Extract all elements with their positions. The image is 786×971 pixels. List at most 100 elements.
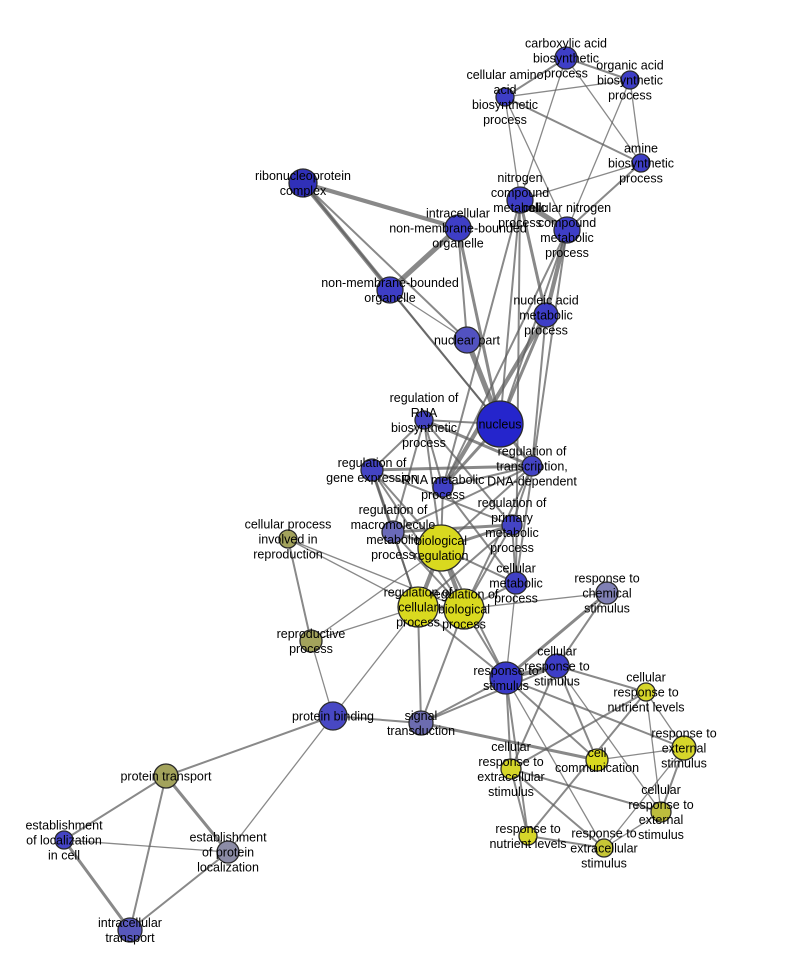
node-cell_proc_repro[interactable] bbox=[278, 529, 298, 549]
node-cell_resp_external[interactable] bbox=[650, 801, 672, 823]
edge-carboxylic-nitrogen bbox=[519, 57, 567, 201]
edge-cell_resp_stim-cell_resp_external bbox=[556, 665, 662, 813]
node-resp_stim[interactable] bbox=[489, 661, 523, 695]
node-cell_amino[interactable] bbox=[495, 87, 515, 107]
edge-cell_amino-cell_nitrogen bbox=[504, 96, 568, 231]
node-protein_binding[interactable] bbox=[318, 701, 348, 731]
node-nucleus[interactable] bbox=[476, 400, 524, 448]
node-cell_nitrogen[interactable] bbox=[553, 216, 581, 244]
edge-protein_transport-est_loc_cell bbox=[63, 775, 167, 841]
edge-reg_rna_bio-reg_macromol bbox=[392, 419, 425, 533]
node-reg_cell_proc[interactable] bbox=[397, 586, 439, 628]
edge-cell_resp_stim-cell_comm bbox=[556, 665, 598, 761]
edge-cell_proc_repro-repro_proc bbox=[287, 538, 312, 642]
node-label-nuclear_part: nuclear part bbox=[434, 334, 501, 348]
node-reg_macromol[interactable] bbox=[381, 520, 405, 544]
node-label-protein_binding: protein binding bbox=[292, 710, 374, 724]
edge-resp_stim-resp_extracell bbox=[505, 677, 605, 849]
node-reg_primary[interactable] bbox=[501, 514, 523, 536]
node-reg_transcription[interactable] bbox=[521, 455, 543, 477]
node-label-protein_transport: protein transport bbox=[120, 770, 212, 784]
node-resp_extracell[interactable] bbox=[594, 838, 614, 858]
node-resp_external[interactable] bbox=[671, 735, 697, 761]
edge-cell_nitrogen-nucleic bbox=[543, 227, 570, 318]
node-cell_resp_nutrient[interactable] bbox=[636, 682, 656, 702]
edge-reg_rna_bio-reg_gene_expr bbox=[371, 419, 425, 471]
node-cell_metab[interactable] bbox=[504, 571, 528, 595]
node-cell_resp_stim[interactable] bbox=[544, 653, 570, 679]
node-reg_gene_expr[interactable] bbox=[360, 458, 384, 482]
node-est_protein_loc[interactable] bbox=[216, 840, 240, 864]
node-organic[interactable] bbox=[620, 70, 640, 90]
edge-rnp-intra_nmbo bbox=[300, 180, 461, 231]
node-label-nucleus: nucleus bbox=[478, 418, 521, 432]
edge-resp_external-cell_comm bbox=[596, 747, 685, 761]
node-carboxylic[interactable] bbox=[554, 46, 578, 70]
edge-organic-amine bbox=[629, 79, 642, 164]
node-est_loc_cell[interactable] bbox=[54, 830, 74, 850]
node-cell_resp_extracell[interactable] bbox=[500, 758, 522, 780]
edge-reg_cell_proc-protein_binding bbox=[332, 606, 419, 717]
edge-cell_resp_nutrient-cell_resp_extracell bbox=[510, 691, 647, 770]
node-intra_nmbo[interactable] bbox=[444, 214, 472, 242]
node-nmbo[interactable] bbox=[376, 276, 404, 304]
nodes-layer bbox=[54, 46, 697, 943]
edge-cell_resp_extracell-cell_resp_external bbox=[510, 768, 662, 813]
edge-protein_transport-intra_transport bbox=[129, 775, 167, 931]
edge-cell_resp_stim-cell_resp_nutrient bbox=[556, 665, 647, 693]
node-reg_rna_bio[interactable] bbox=[414, 410, 434, 430]
edge-est_protein_loc-protein_binding bbox=[227, 715, 334, 853]
node-rna_metab[interactable] bbox=[432, 476, 454, 498]
node-bio_reg[interactable] bbox=[417, 524, 465, 572]
node-resp_nutrient[interactable] bbox=[518, 826, 538, 846]
edge-intra_nmbo-nucleus bbox=[456, 226, 502, 426]
edge-reg_rna_bio-reg_transcription bbox=[422, 418, 534, 468]
node-rnp[interactable] bbox=[288, 168, 318, 198]
node-reg_bio_proc[interactable] bbox=[443, 588, 485, 630]
node-nitrogen[interactable] bbox=[506, 186, 534, 214]
node-amine[interactable] bbox=[631, 153, 651, 173]
node-cell_comm[interactable] bbox=[585, 748, 609, 772]
edge-carboxylic-cell_amino bbox=[504, 57, 567, 98]
edge-reg_gene_expr-reg_transcription bbox=[370, 464, 534, 472]
node-resp_chem[interactable] bbox=[595, 581, 619, 605]
edge-est_loc_cell-intra_transport bbox=[62, 838, 132, 932]
node-nucleic[interactable] bbox=[533, 302, 559, 328]
node-signal_transduction[interactable] bbox=[408, 710, 434, 736]
edge-resp_chem-cell_resp_stim bbox=[556, 592, 608, 667]
node-intra_transport[interactable] bbox=[117, 917, 143, 943]
edge-resp_chem-reg_bio_proc bbox=[463, 592, 608, 610]
edge-nitrogen-nucleic bbox=[518, 198, 548, 317]
edge-amine-nitrogen bbox=[519, 162, 642, 201]
edge-cell_amino-nitrogen bbox=[504, 96, 521, 201]
node-repro_proc[interactable] bbox=[299, 629, 323, 653]
edge-reg_rna_bio-reg_primary bbox=[423, 419, 513, 526]
edge-cell_nitrogen-cell_metab bbox=[515, 229, 568, 584]
edge-organic-cell_amino bbox=[504, 79, 631, 98]
node-protein_transport[interactable] bbox=[153, 763, 179, 789]
node-nuclear_part[interactable] bbox=[453, 326, 481, 354]
